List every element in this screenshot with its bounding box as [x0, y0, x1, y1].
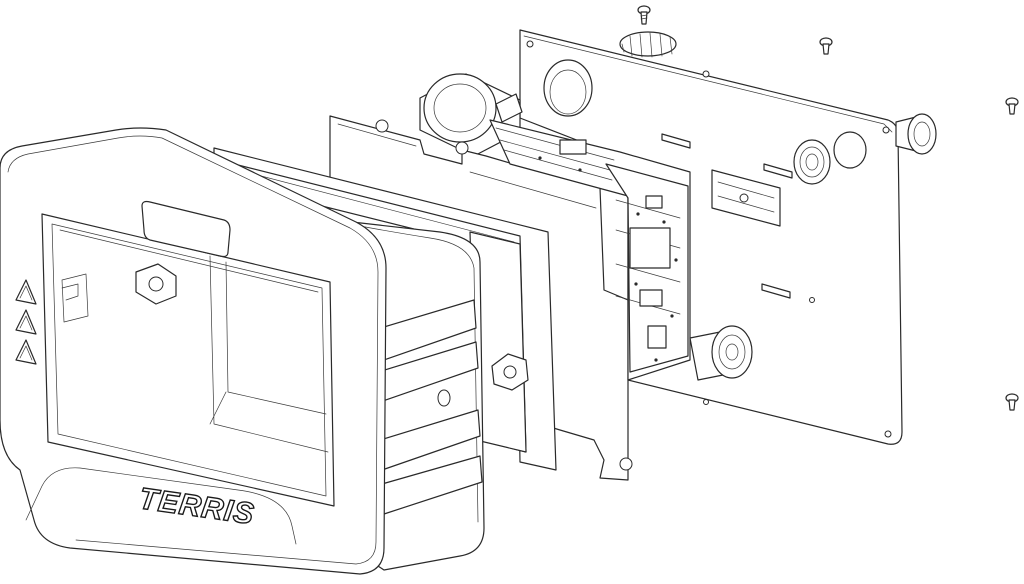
cable-gland: [689, 325, 753, 381]
rear-mounting-plate: [519, 29, 903, 445]
side-nut: [491, 353, 529, 391]
front-enclosure: TERRIS: [0, 127, 529, 575]
screw-icon: [819, 37, 833, 55]
window-nut: [135, 263, 177, 305]
rear-gland-nut: [793, 139, 831, 185]
electronics-board: [489, 119, 691, 381]
status-indicators: [15, 279, 37, 365]
screw-icon: [637, 5, 651, 25]
screw-icon: [1005, 97, 1019, 115]
rear-glands: [793, 113, 937, 185]
screw-icon: [1005, 393, 1019, 411]
screws: [637, 5, 1019, 411]
motor: [419, 73, 523, 157]
side-push-connector: [895, 113, 937, 155]
